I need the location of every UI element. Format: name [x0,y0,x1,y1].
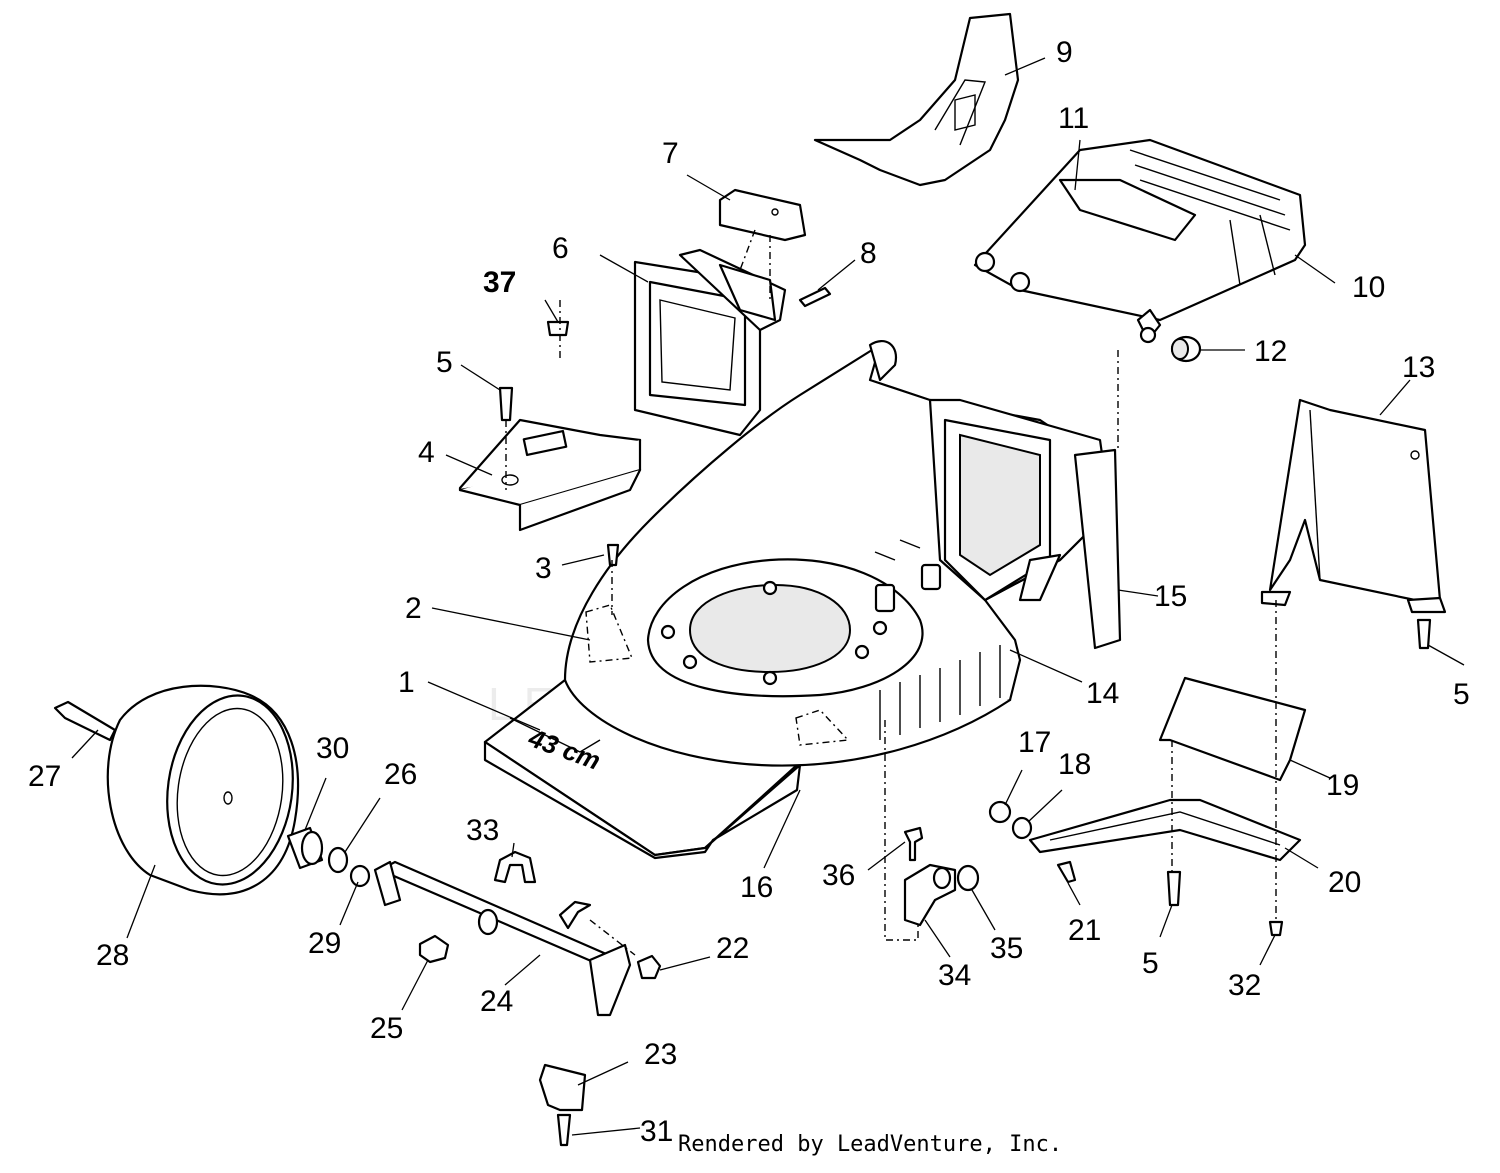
part-28-wheel [106,684,300,896]
callout-17: 17 [1018,726,1051,759]
part-34-elbow-fitting [903,863,957,927]
callout-37: 37 [483,266,516,299]
callout-27: 27 [28,760,61,793]
callout-14: 14 [1086,677,1119,710]
callout-23: 23 [644,1038,677,1071]
part-17-nut [988,800,1012,824]
part-9-handle-bracket [813,12,1020,187]
callout-24: 24 [480,985,513,1018]
render-credit: Rendered by LeadVenture, Inc. [678,1132,1063,1157]
callout-36: 36 [822,859,855,892]
callout-10: 10 [1352,271,1385,304]
alignment-lines [505,229,1277,941]
part-29-washer [349,864,371,888]
part-13-side-plate [1260,398,1447,614]
callout-32: 32 [1228,969,1261,1002]
callout-22: 22 [716,932,749,965]
part-36-bolt [903,826,924,862]
callout-28: 28 [96,939,129,972]
callout-12: 12 [1254,335,1287,368]
part-24-axle [373,860,632,1017]
part-19-plate [1158,676,1307,782]
callout-35: 35 [990,932,1023,965]
part-6-chute-frame [633,248,787,437]
callout-13: 13 [1402,351,1435,384]
part-5-screw-left [498,386,514,422]
part-27-wheel-bolt [53,700,117,742]
callout-29: 29 [308,927,341,960]
callout-18: 18 [1058,748,1091,781]
part-7-latch [718,188,807,242]
callout-8: 8 [860,237,877,270]
part-23-bracket [538,1063,587,1112]
callout-33: 33 [466,814,499,847]
part-20-rear-bracket [1028,798,1302,862]
leader-lines [71,57,1465,1136]
part-32-screw [1268,920,1284,937]
part-26-washer [327,846,349,874]
callout-34: 34 [938,959,971,992]
part-37-plug [546,300,570,360]
part-30-spacer [286,826,324,870]
callout-30: 30 [316,732,349,765]
hex-key [558,900,636,956]
part-21-screw [1056,860,1077,884]
part-18-washer [1011,816,1033,840]
callout-5-right: 5 [1453,678,1470,711]
callout-7: 7 [662,137,679,170]
callout-21: 21 [1068,914,1101,947]
part-4-baffle [458,418,642,532]
callout-15: 15 [1154,580,1187,613]
part-3-screw [606,543,620,567]
callout-16: 16 [740,871,773,904]
part-5-screw-lower [1166,870,1182,907]
part-5-screw-right [1416,618,1432,650]
part-31-screw [556,1113,572,1147]
callout-5-left: 5 [436,346,453,379]
callout-5-lower: 5 [1142,947,1159,980]
callout-9: 9 [1056,36,1073,69]
part-8-pin [798,286,832,308]
callout-11: 11 [1058,102,1089,135]
part-33-clip [493,850,537,884]
callout-19: 19 [1326,769,1359,802]
callout-26: 26 [384,758,417,791]
part-22-nut [636,954,662,980]
callout-3: 3 [535,552,552,585]
mower-deck: 43 cm [483,340,1122,860]
callout-20: 20 [1328,866,1361,899]
callout-31: 31 [640,1115,673,1148]
part-35-washer [956,864,980,892]
part-10-rear-cover [973,138,1307,344]
callouts: 1 2 3 4 5 5 5 6 7 8 9 10 11 12 13 14 15 … [28,36,1470,1148]
callout-1: 1 [398,666,415,699]
callout-2: 2 [405,592,422,625]
callout-6: 6 [552,232,569,265]
callout-4: 4 [418,436,435,469]
part-25-nut [418,934,450,964]
part-12-bushing [1170,335,1202,363]
callout-25: 25 [370,1012,403,1045]
